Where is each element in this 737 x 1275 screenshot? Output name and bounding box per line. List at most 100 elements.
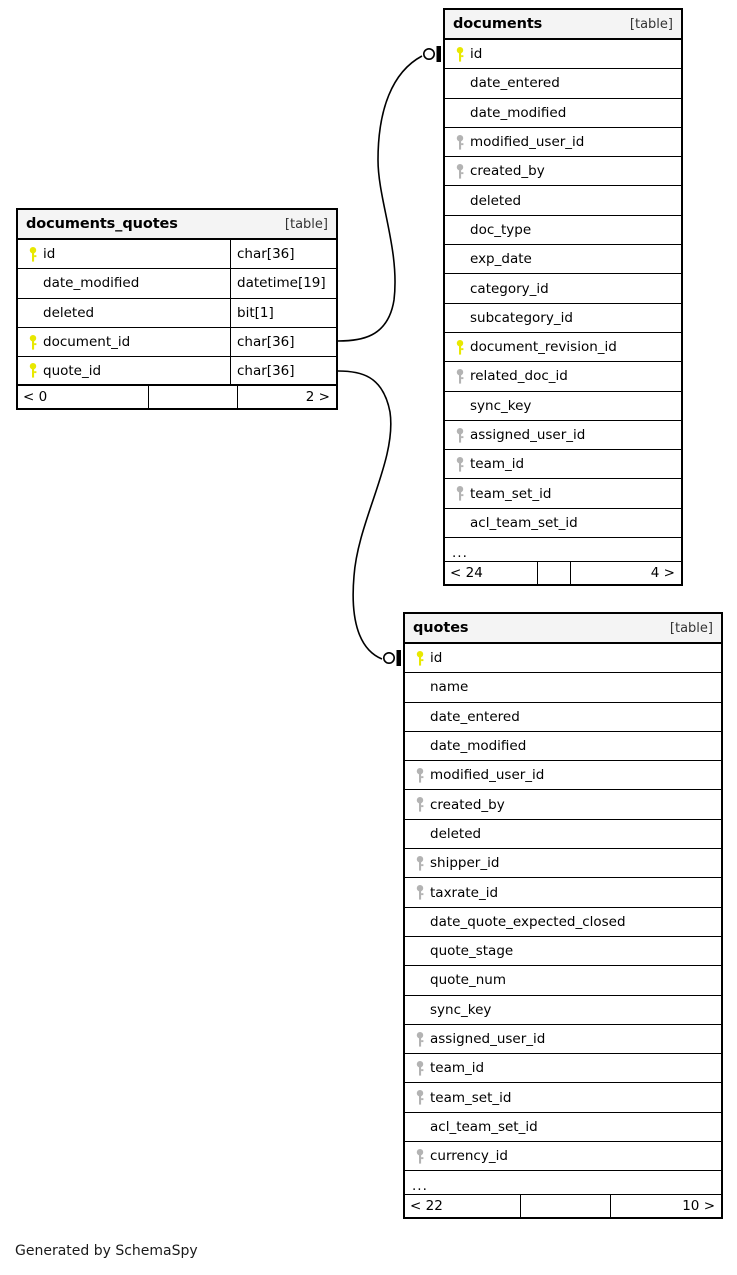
- foreign-key-icon: [412, 1090, 428, 1105]
- column-row[interactable]: taxrate_id: [405, 878, 721, 908]
- column-row[interactable]: doc_type: [445, 215, 681, 246]
- column-row[interactable]: sync_key: [445, 391, 681, 421]
- column-row[interactable]: date_quote_expected_closed: [405, 907, 721, 937]
- cardinality-zero-marker: [422, 47, 435, 60]
- column-name-label: team_id: [470, 456, 525, 473]
- column-row[interactable]: currency_id: [405, 1142, 721, 1172]
- column-name-cell: deleted: [445, 186, 681, 214]
- column-row[interactable]: assigned_user_id: [445, 420, 681, 451]
- foreign-key-icon: [452, 163, 468, 179]
- column-row[interactable]: team_id: [405, 1054, 721, 1084]
- column-row[interactable]: date_modified: [405, 731, 721, 762]
- column-row[interactable]: exp_date: [445, 245, 681, 275]
- column-type-cell: char[36]: [230, 357, 336, 385]
- column-row[interactable]: created_by: [405, 790, 721, 820]
- column-row[interactable]: deleted: [405, 819, 721, 850]
- column-row[interactable]: name: [405, 673, 721, 703]
- column-name-cell: shipper_id: [405, 849, 721, 877]
- column-name-label: document_id: [43, 334, 131, 351]
- column-row[interactable]: deleted: [445, 186, 681, 216]
- column-name-label: subcategory_id: [470, 309, 573, 326]
- primary-key-icon: [412, 650, 428, 666]
- footer-spacer: [148, 386, 238, 409]
- column-row[interactable]: related_doc_id: [445, 362, 681, 392]
- column-name-cell: currency_id: [405, 1142, 721, 1170]
- column-row[interactable]: id: [405, 644, 721, 674]
- column-row[interactable]: shipper_id: [405, 849, 721, 879]
- footer-parents-count[interactable]: < 24: [450, 565, 483, 582]
- foreign-key-icon: [412, 1060, 428, 1076]
- column-row[interactable]: created_by: [445, 157, 681, 187]
- column-name-label: date_quote_expected_closed: [430, 913, 626, 930]
- column-row[interactable]: document_revision_id: [445, 332, 681, 363]
- table-header: quotes [table]: [405, 614, 721, 644]
- foreign-key-icon: [412, 885, 428, 900]
- column-name-label: doc_type: [470, 221, 532, 238]
- column-row[interactable]: modified_user_id: [405, 761, 721, 791]
- table-quotes[interactable]: quotes [table] id name date_entered date_mo…: [403, 612, 723, 1220]
- column-name-label: acl_team_set_id: [430, 1118, 538, 1135]
- column-name-label: taxrate_id: [430, 884, 499, 901]
- table-title: documents_quotes: [26, 216, 178, 232]
- column-row[interactable]: acl_team_set_id: [405, 1112, 721, 1143]
- column-row[interactable]: date_entered: [405, 702, 721, 732]
- column-name-cell: team_id: [405, 1054, 721, 1082]
- column-name-label: date_entered: [470, 75, 560, 92]
- footer-children-count[interactable]: 4 >: [650, 565, 675, 582]
- column-type-cell: char[36]: [230, 240, 336, 269]
- primary-key-icon: [452, 339, 468, 355]
- table-footer: < 24 4 >: [445, 562, 681, 585]
- column-name-label: quote_num: [430, 972, 506, 989]
- column-name-cell: document_revision_id: [445, 333, 681, 361]
- relationship-documents: [337, 46, 441, 342]
- column-row[interactable]: team_id: [445, 450, 681, 480]
- foreign-key-icon: [452, 486, 468, 501]
- column-row[interactable]: date_modified: [445, 98, 681, 128]
- column-row[interactable]: quote_id char[36]: [18, 357, 336, 387]
- column-name-cell: date_modified: [405, 732, 721, 760]
- column-name-cell: sync_key: [405, 996, 721, 1024]
- column-row[interactable]: category_id: [445, 274, 681, 304]
- column-name-label: quote_id: [43, 362, 102, 379]
- footer-spacer: [537, 562, 571, 585]
- column-row[interactable]: team_set_id: [445, 479, 681, 509]
- table-kind-label: [table]: [669, 620, 713, 636]
- truncation-ellipsis: ...: [445, 538, 681, 563]
- column-name-label: category_id: [470, 280, 549, 297]
- footer-children-count[interactable]: 2 >: [305, 389, 330, 406]
- primary-key-icon: [25, 246, 41, 262]
- column-name-cell: date_entered: [405, 703, 721, 731]
- table-title: quotes: [413, 620, 469, 636]
- column-name-label: date_entered: [430, 708, 520, 725]
- column-name-cell: deleted: [405, 820, 721, 848]
- column-row[interactable]: acl_team_set_id: [445, 508, 681, 539]
- column-name-label: id: [430, 650, 443, 667]
- column-name-label: deleted: [43, 304, 95, 321]
- column-name-label: team_id: [430, 1060, 485, 1077]
- column-row[interactable]: subcategory_id: [445, 303, 681, 333]
- column-row[interactable]: date_entered: [445, 69, 681, 99]
- column-name-label: date_modified: [430, 738, 527, 755]
- footer-parents-count[interactable]: < 22: [410, 1198, 443, 1215]
- column-row[interactable]: modified_user_id: [445, 127, 681, 158]
- column-name-label: assigned_user_id: [430, 1031, 546, 1047]
- footer-children-count[interactable]: 10 >: [682, 1198, 715, 1215]
- column-name-label: modified_user_id: [430, 767, 545, 784]
- column-name-cell: modified_user_id: [445, 128, 681, 156]
- column-row[interactable]: sync_key: [405, 995, 721, 1025]
- column-row[interactable]: team_set_id: [405, 1083, 721, 1113]
- column-row[interactable]: id: [445, 40, 681, 70]
- foreign-key-icon: [452, 368, 468, 384]
- column-row[interactable]: quote_num: [405, 966, 721, 996]
- column-row[interactable]: quote_stage: [405, 936, 721, 967]
- column-row[interactable]: assigned_user_id: [405, 1024, 721, 1055]
- footer-parents-count[interactable]: < 0: [23, 389, 48, 406]
